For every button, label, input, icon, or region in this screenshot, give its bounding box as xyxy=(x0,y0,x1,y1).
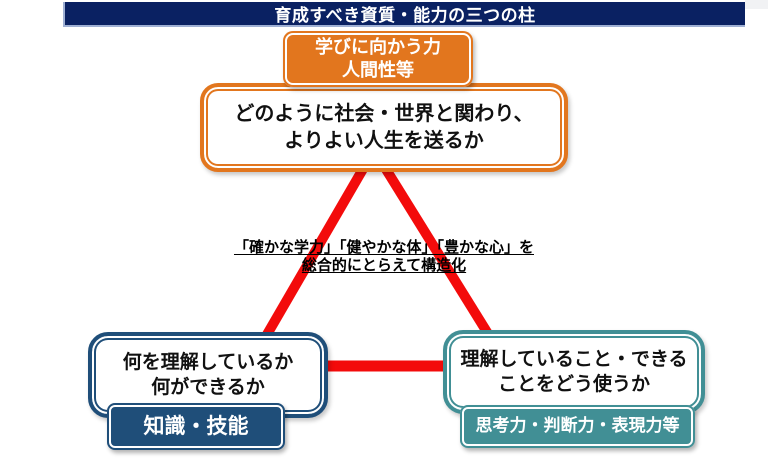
pillar-tag-learning: 学びに向かう力 人間性等 xyxy=(283,31,473,87)
pillar-learning-question: どのように社会・世界と関わり、 よりよい人生を送るか xyxy=(234,103,534,152)
pillar-tag-thinking: 思考力・判断力・表現力等 xyxy=(460,405,695,448)
page-corner-strip xyxy=(745,0,768,9)
integration-note: 「確かな学力」「健やかな体」「豊かな心」を 総合的にとらえて構造化 xyxy=(233,240,534,275)
pillar-tag-knowledge-label: 知識・技能 xyxy=(143,414,249,438)
pillar-tag-thinking-label: 思考力・判断力・表現力等 xyxy=(475,416,680,436)
pillar-tag-knowledge: 知識・技能 xyxy=(107,403,285,450)
connector-left-leg xyxy=(253,147,379,353)
pillar-box-thinking: 理解していること・できる ことをどう使うか xyxy=(443,330,705,414)
pillar-knowledge-question: 何を理解しているか 何ができるか xyxy=(122,351,294,398)
pillar-box-learning: どのように社会・世界と関わり、 よりよい人生を送るか xyxy=(200,83,568,172)
page-title: 育成すべき資質・能力の三つの柱 xyxy=(63,2,745,27)
page-title-text: 育成すべき資質・能力の三つの柱 xyxy=(274,6,536,25)
connector-right-leg xyxy=(369,147,500,348)
pillar-thinking-question: 理解していること・できる ことをどう使うか xyxy=(460,348,688,395)
pillar-tag-learning-label: 学びに向かう力 人間性等 xyxy=(315,36,441,80)
